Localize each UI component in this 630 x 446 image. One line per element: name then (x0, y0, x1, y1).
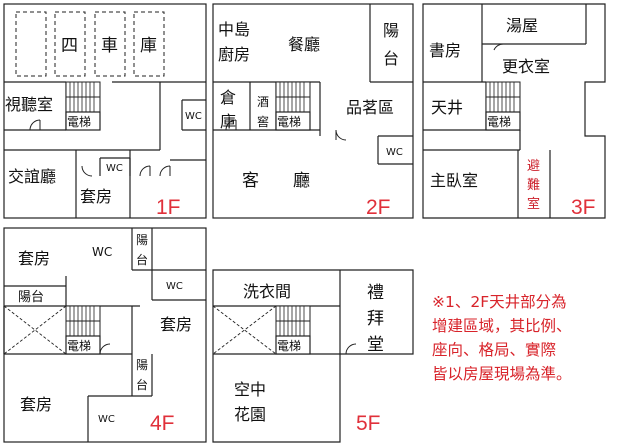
note-line-4: 皆以房屋現場為準。 (432, 365, 572, 383)
dressing-room-label: 更衣室 (502, 57, 550, 76)
f4-suite-label-2: 套房 (160, 315, 192, 334)
laundry-label: 洗衣間 (243, 282, 291, 301)
f4-balcony-label-1a: 陽 (136, 233, 148, 247)
f2-balcony-label-1: 陽 (383, 21, 399, 40)
f4-balcony-label-1b: 台 (136, 252, 148, 267)
tea-area-label: 品茗區 (346, 98, 394, 117)
living-room-label: 客 廳 (242, 171, 310, 191)
chapel-label-3: 堂 (367, 335, 384, 355)
av-room-label: 視聽室 (5, 95, 53, 114)
note-line-3: 座向、格局、實際 (432, 341, 557, 359)
disclaimer-note: ※1、2F天井部分為 增建區域，其比例、 座向、格局、實際 皆以房屋現場為準。 (432, 290, 622, 386)
floor-3f-plan (422, 3, 606, 219)
f4-suite-label-3: 套房 (20, 395, 52, 414)
sky-garden-label-1: 空中 (234, 380, 266, 399)
chapel-label-1: 禮 (367, 283, 384, 303)
f4-wc-label-2: WC (166, 281, 183, 292)
f1-suite-label: 套房 (80, 187, 112, 206)
storage-label-2: 庫 (220, 112, 236, 131)
f2-elevator-label: 電梯 (277, 115, 301, 129)
f1-floor-label: 1F (156, 196, 181, 219)
f1-wc-label-2: WC (106, 163, 123, 174)
f1-wc-label-1: WC (185, 111, 202, 122)
wine-cellar-label-2: 窖 (257, 114, 269, 129)
refuge-room-label-3: 室 (527, 196, 540, 212)
note-line-1: ※1、2F天井部分為 (432, 293, 567, 311)
f4-wc-label-3: WC (98, 414, 115, 425)
floor-4f-plan (3, 227, 207, 443)
wine-cellar-label-1: 酒 (257, 95, 269, 109)
f2-floor-label: 2F (366, 196, 391, 219)
lounge-label: 交誼廳 (8, 167, 56, 186)
f4-wc-label-1: WC (92, 245, 112, 259)
f2-balcony-label-2: 台 (383, 49, 399, 68)
f4-floor-label: 4F (150, 412, 175, 435)
f4-balcony-label-3b: 台 (136, 377, 148, 392)
study-label: 書房 (429, 41, 461, 60)
f3-floor-label: 3F (571, 196, 596, 219)
master-bedroom-label: 主臥室 (430, 171, 478, 190)
floor-1f-plan (3, 3, 207, 219)
garage-char-1: 四 (61, 36, 78, 56)
f4-suite-label-1: 套房 (18, 249, 50, 268)
garage-char-3: 庫 (140, 36, 157, 56)
island-kitchen-label-2: 廚房 (218, 45, 250, 64)
f4-balcony-label-2: 陽台 (18, 290, 44, 305)
f2-wc-label: WC (386, 147, 403, 158)
island-kitchen-label-1: 中島 (218, 20, 250, 39)
chapel-label-2: 拜 (367, 309, 384, 329)
f1-elevator-label: 電梯 (67, 115, 91, 129)
f5-floor-label: 5F (356, 412, 381, 435)
refuge-room-label-1: 避 (527, 159, 540, 174)
note-line-2: 增建區域，其比例、 (432, 317, 572, 335)
f3-elevator-label: 電梯 (487, 115, 511, 129)
bath-house-label: 湯屋 (506, 16, 538, 35)
sky-garden-label-2: 花園 (234, 405, 266, 424)
patio-label: 天井 (431, 98, 463, 117)
storage-label-1: 倉 (220, 88, 236, 107)
f4-balcony-label-3a: 陽 (136, 358, 148, 372)
f5-elevator-label: 電梯 (277, 339, 301, 353)
f4-elevator-label: 電梯 (67, 339, 91, 353)
floor-2f-plan (212, 3, 414, 219)
garage-char-2: 車 (101, 36, 118, 56)
refuge-room-label-2: 難 (527, 178, 540, 193)
dining-label: 餐廳 (288, 35, 320, 54)
